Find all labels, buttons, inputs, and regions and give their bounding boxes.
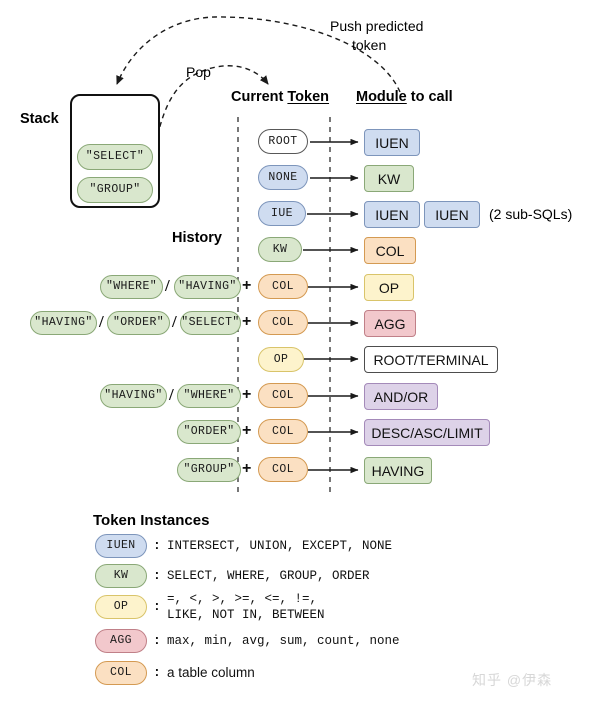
current-token-header: Current Token	[231, 89, 329, 105]
legend-pill-col[interactable]: COL	[95, 661, 147, 685]
stack-item-group[interactable]: "GROUP"	[77, 177, 153, 203]
legend-pill-iuen[interactable]: IUEN	[95, 534, 147, 558]
legend-pill-kw[interactable]: KW	[95, 564, 147, 588]
token-pill-col-r5[interactable]: COL	[258, 274, 308, 299]
module-header-suffix: to call	[406, 89, 453, 105]
module-box-agg[interactable]: AGG	[364, 310, 416, 337]
token-pill-iue[interactable]: IUE	[258, 201, 306, 226]
token-pill-col-r10[interactable]: COL	[258, 457, 308, 482]
module-box-col[interactable]: COL	[364, 237, 416, 264]
history-pill-order-r6[interactable]: "ORDER"	[107, 311, 170, 335]
module-box-iuen-2a[interactable]: IUEN	[364, 201, 420, 228]
history-pill-having-r8[interactable]: "HAVING"	[100, 384, 167, 408]
module-box-iuen-1[interactable]: IUEN	[364, 129, 420, 156]
legend-text-op-line2: LIKE, NOT IN, BETWEEN	[167, 608, 325, 622]
module-box-iuen-2b[interactable]: IUEN	[424, 201, 480, 228]
legend-colon-op: :	[153, 599, 161, 614]
history-plus-r5: +	[242, 277, 252, 294]
history-plus-r9: +	[242, 422, 252, 439]
token-pill-root[interactable]: ROOT	[258, 129, 308, 154]
current-token-header-underlined: Token	[287, 89, 330, 105]
row-arrows	[303, 138, 359, 474]
legend-colon-col: :	[153, 665, 161, 680]
legend-pill-op[interactable]: OP	[95, 595, 147, 619]
history-plus-r6: +	[242, 313, 252, 330]
module-box-op[interactable]: OP	[364, 274, 414, 301]
token-instances-label: Token Instances	[93, 512, 210, 529]
history-pill-where-r8[interactable]: "WHERE"	[177, 384, 241, 408]
legend-colon-iuen: :	[153, 538, 161, 553]
stack-label: Stack	[20, 111, 59, 127]
token-pill-col-r9[interactable]: COL	[258, 419, 308, 444]
history-pill-having-r5[interactable]: "HAVING"	[174, 275, 241, 299]
history-separator-r6-1: /	[99, 312, 104, 331]
legend-colon-kw: :	[153, 568, 161, 583]
token-pill-kw[interactable]: KW	[258, 237, 302, 262]
history-separator-r8-1: /	[169, 385, 174, 404]
module-header: Module to call	[356, 89, 453, 105]
history-label: History	[172, 230, 222, 246]
pop-arrow	[151, 65, 269, 163]
legend-text-op-line1: =, <, >, >=, <=, !=,	[167, 592, 318, 606]
current-token-header-prefix: Current	[231, 89, 288, 105]
push-label-line1: Push predicted	[330, 18, 424, 34]
module-box-having[interactable]: HAVING	[364, 457, 432, 484]
module-box-root-terminal[interactable]: ROOT/TERMINAL	[364, 346, 498, 373]
history-pill-having-r6[interactable]: "HAVING"	[30, 311, 97, 335]
history-plus-r10: +	[242, 460, 252, 477]
history-pill-select-r6[interactable]: "SELECT"	[180, 311, 241, 335]
watermark: 知乎 @伊森	[472, 672, 553, 688]
history-plus-r8: +	[242, 386, 252, 403]
history-pill-group-r10[interactable]: "GROUP"	[177, 458, 241, 482]
token-pill-none[interactable]: NONE	[258, 165, 308, 190]
legend-colon-agg: :	[153, 633, 161, 648]
legend-text-agg: max, min, avg, sum, count, none	[167, 634, 400, 648]
history-separator-r5-1: /	[165, 276, 170, 295]
module-header-underlined: Module	[356, 89, 407, 105]
legend-text-iuen: INTERSECT, UNION, EXCEPT, NONE	[167, 539, 393, 553]
module-box-and-or[interactable]: AND/OR	[364, 383, 438, 410]
token-pill-col-r6[interactable]: COL	[258, 310, 308, 335]
history-separator-r6-2: /	[172, 312, 177, 331]
history-pill-order-r9[interactable]: "ORDER"	[177, 420, 241, 444]
stack-item-select[interactable]: "SELECT"	[77, 144, 153, 170]
pop-label: Pop	[186, 64, 211, 80]
module-box-desc-asc-limit[interactable]: DESC/ASC/LIMIT	[364, 419, 490, 446]
history-pill-where-r5[interactable]: "WHERE"	[100, 275, 163, 299]
module-box-kw[interactable]: KW	[364, 165, 414, 192]
token-pill-op[interactable]: OP	[258, 347, 304, 372]
legend-text-kw: SELECT, WHERE, GROUP, ORDER	[167, 569, 370, 583]
token-pill-col-r8[interactable]: COL	[258, 383, 308, 408]
legend-pill-agg[interactable]: AGG	[95, 629, 147, 653]
sub-sqls-note: (2 sub-SQLs)	[489, 206, 573, 222]
legend-text-col: a table column	[167, 665, 255, 680]
push-label-line2: token	[352, 37, 387, 53]
